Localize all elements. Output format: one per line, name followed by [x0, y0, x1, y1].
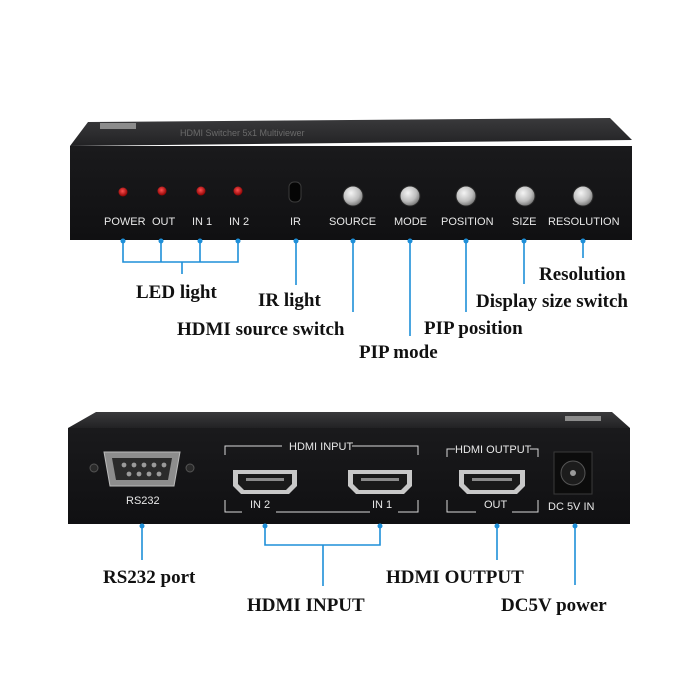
screw-icon [185, 463, 195, 473]
rear-callouts: RS232 port HDMI INPUT HDMI OUTPUT DC5V p… [103, 567, 607, 616]
front-panel-top-face [70, 118, 632, 146]
rear-leader-lines [139, 523, 578, 586]
hdmi-in1-port-icon [348, 470, 412, 494]
in1-led-icon [196, 186, 206, 196]
front-panel: HDMI Switcher 5x1 Multiviewer POWER OUT … [70, 118, 632, 240]
brand-logo [565, 416, 601, 421]
callout-pip-position: PIP position [424, 318, 523, 339]
out-led-icon [157, 186, 167, 196]
hdmi-input-bracket-line [264, 526, 381, 586]
hdmi-input-label: HDMI INPUT [289, 441, 353, 453]
rs232-connector-icon [103, 451, 181, 487]
hdmi-output-silkscreen [446, 448, 539, 513]
mode-label: MODE [394, 216, 427, 228]
front-leader-lines [120, 238, 586, 336]
callout-ir-light: IR light [258, 290, 321, 311]
screw-icon [89, 463, 99, 473]
dc-5v-in-label: DC 5V IN [548, 501, 595, 513]
resolution-button[interactable] [572, 185, 594, 207]
rear-panel-top-face [68, 412, 630, 428]
callout-resolution: Resolution [539, 264, 626, 285]
rs232-label: RS232 [126, 495, 160, 507]
size-button[interactable] [514, 185, 536, 207]
callout-hdmi-source-switch: HDMI source switch [177, 319, 345, 340]
in2-port-label: IN 2 [250, 499, 270, 511]
callout-pip-mode: PIP mode [359, 342, 438, 363]
callout-hdmi-output: HDMI OUTPUT [386, 567, 524, 588]
brand-logo [100, 123, 136, 129]
hdmi-out-port-icon [459, 470, 525, 494]
ir-receiver-icon [288, 181, 302, 203]
hdmi-output-label: HDMI OUTPUT [455, 444, 532, 456]
source-label: SOURCE [329, 216, 376, 228]
position-label: POSITION [441, 216, 494, 228]
callout-rs232-port: RS232 port [103, 567, 196, 588]
position-button[interactable] [455, 185, 477, 207]
in1-port-label: IN 1 [372, 499, 392, 511]
callout-led-light: LED light [136, 282, 217, 303]
front-callouts: LED light IR light HDMI source switch PI… [136, 264, 628, 363]
hdmi-in2-port-icon [233, 470, 297, 494]
size-label: SIZE [512, 216, 536, 228]
callout-dc5v-power: DC5V power [501, 595, 607, 616]
callout-hdmi-input: HDMI INPUT [247, 595, 365, 616]
callout-display-size-switch: Display size switch [476, 291, 628, 312]
source-button[interactable] [342, 185, 364, 207]
out-port-label: OUT [484, 499, 508, 511]
mode-button[interactable] [399, 185, 421, 207]
rear-panel: RS232 HDMI INPUT IN 2 IN 1 HDMI OUTPUT O… [68, 412, 630, 524]
power-label: POWER [104, 216, 146, 228]
in2-label: IN 2 [229, 216, 249, 228]
in2-led-icon [233, 186, 243, 196]
hdmi-input-silkscreen [224, 445, 419, 513]
out-label: OUT [152, 216, 176, 228]
resolution-label: RESOLUTION [548, 216, 620, 228]
ir-label: IR [290, 216, 301, 228]
power-led-icon [118, 187, 128, 197]
front-panel-title: HDMI Switcher 5x1 Multiviewer [180, 128, 305, 138]
in1-label: IN 1 [192, 216, 212, 228]
dc-power-jack-icon [553, 451, 593, 495]
led-bracket-line [122, 241, 239, 274]
